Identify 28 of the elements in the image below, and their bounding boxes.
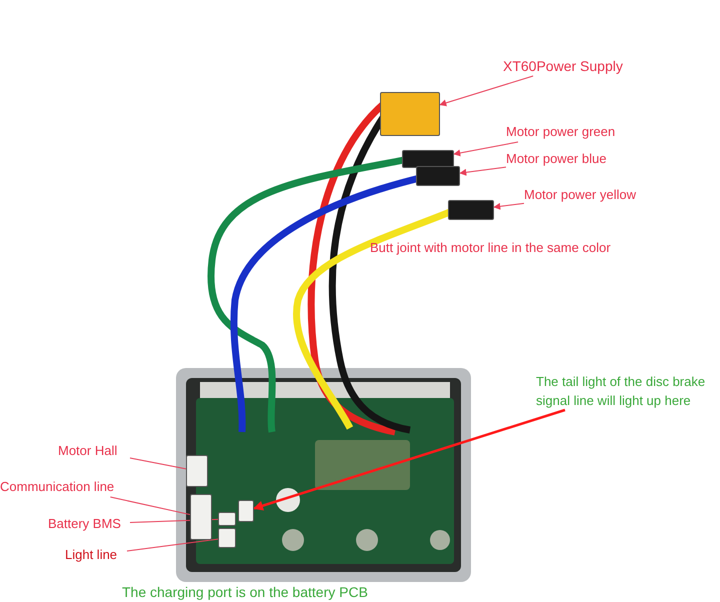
power-connector [380,92,440,136]
arrow [493,202,524,210]
note-text: Butt joint with motor line in the same color [370,239,611,257]
leader-line [126,538,218,552]
arrow [253,408,566,511]
callout-text: Light line [65,545,127,565]
light-port [218,528,236,548]
callout-text: Battery BMS [48,514,130,534]
leader-line [110,496,190,516]
motor-connector [402,150,454,168]
callout-text: Motor power green [506,122,636,142]
motor-connector [416,166,460,186]
communication-port [190,494,212,540]
callout-text: XT60Power Supply [503,56,628,76]
leader-line [130,458,186,470]
callout-text: Motor power yellow [524,185,659,205]
bms-port [218,512,236,526]
caption-text: The charging port is on the battery PCB [122,583,368,602]
callout-text: Communication line [0,477,130,497]
hall-port [186,455,208,487]
signal-port [238,500,254,522]
arrow [439,76,534,106]
arrow [459,166,506,176]
motor-connector [448,200,494,220]
arrow [453,142,519,156]
callout-text: Motor Hall [58,441,130,461]
callout-text: The tail light of the disc brake signal line will light up here [536,372,714,410]
callout-text: Motor power blue [506,149,631,169]
